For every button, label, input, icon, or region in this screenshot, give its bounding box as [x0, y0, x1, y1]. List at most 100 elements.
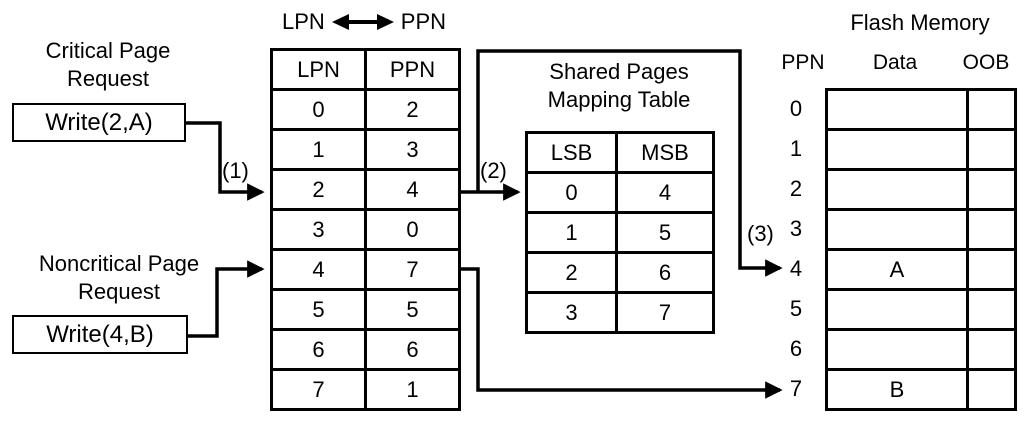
shared-header-row: LSB MSB: [525, 131, 715, 174]
table-row: 3 0: [270, 208, 461, 251]
noncritical-request-label-line2: Request: [78, 279, 160, 304]
flash-row: B: [825, 368, 1017, 411]
table-row: 4 7: [270, 248, 461, 291]
flash-oob-cell: [966, 208, 1017, 251]
flash-data-cell: [825, 88, 969, 131]
flash-data-cell: [825, 168, 969, 211]
flash-data-cell: B: [825, 368, 969, 411]
flash-ppn-index: 5: [789, 296, 803, 321]
table-row: 3 7: [525, 291, 715, 334]
critical-request-label-line1: Critical Page: [45, 38, 171, 63]
critical-request-label: Critical Page Request: [14, 37, 202, 93]
flash-ppn-header: PPN: [781, 51, 825, 74]
flash-memory-title: Flash Memory: [850, 10, 990, 35]
table-row: 0 4: [525, 171, 715, 214]
table-row: 5 5: [270, 288, 461, 331]
ppn-cell: 3: [364, 128, 461, 171]
lpn-cell: 6: [270, 328, 367, 371]
flash-row: [825, 208, 1017, 251]
noncritical-write-text: Write(4,B): [46, 320, 154, 348]
msb-header-cell: MSB: [615, 131, 715, 174]
flash-ppn-index: 2: [789, 176, 803, 201]
lpn-ppn-table: LPN PPN 0 2 1 3 2 4 3 0 4 7 5 5 6 6: [270, 48, 461, 411]
lpn-ppn-header-row: LPN PPN: [270, 48, 461, 91]
flash-data-cell: [825, 288, 969, 331]
flash-ppn-index: 6: [789, 336, 803, 361]
shared-table-title-line2: Mapping Table: [547, 87, 691, 112]
msb-cell: 7: [615, 291, 715, 334]
lpn-cell: 3: [270, 208, 367, 251]
flash-oob-cell: [966, 368, 1017, 411]
flash-data-cell: [825, 128, 969, 171]
flash-oob-cell: [966, 88, 1017, 131]
flash-ppn-index: 3: [789, 216, 803, 241]
step1-label: (1): [222, 158, 249, 183]
ppn-cell: 5: [364, 288, 461, 331]
critical-write-text: Write(2,A): [45, 108, 153, 136]
ppn-cell: 1: [364, 368, 461, 411]
shared-pages-table: LSB MSB 0 4 1 5 2 6 3 7: [525, 131, 715, 334]
flash-data-header: Data: [872, 51, 918, 74]
flash-oob-cell: [966, 328, 1017, 371]
step3-label: (3): [747, 221, 774, 246]
table-row: 2 4: [270, 168, 461, 211]
flash-oob-cell: [966, 248, 1017, 291]
flash-row: [825, 288, 1017, 331]
flash-oob-cell: [966, 288, 1017, 331]
noncritical-request-label-line1: Noncritical Page: [38, 251, 200, 276]
lpn-cell: 0: [270, 88, 367, 131]
table-row: 6 6: [270, 328, 461, 371]
lpn-cell: 5: [270, 288, 367, 331]
table-row: 1 5: [525, 211, 715, 254]
table-row: 7 1: [270, 368, 461, 411]
lsb-cell: 2: [525, 251, 618, 294]
flash-oob-header: OOB: [962, 51, 1010, 74]
flash-memory-table: A B: [825, 88, 1017, 411]
flash-row: [825, 328, 1017, 371]
flash-ppn-index: 7: [789, 376, 803, 401]
ppn-header-cell: PPN: [364, 48, 461, 91]
msb-cell: 5: [615, 211, 715, 254]
flash-row: [825, 88, 1017, 131]
lpn-cell: 2: [270, 168, 367, 211]
table-row: 1 3: [270, 128, 461, 171]
lsb-header-cell: LSB: [525, 131, 618, 174]
flash-row: A: [825, 248, 1017, 291]
flash-ppn-index: 4: [789, 256, 803, 281]
lpn-ppn-title: LPN PPN: [270, 9, 458, 35]
ppn-cell: 7: [364, 248, 461, 291]
lsb-cell: 1: [525, 211, 618, 254]
lpn-ppn-title-left: LPN: [281, 9, 325, 34]
flash-ppn-index: 1: [789, 136, 803, 161]
flash-data-cell: [825, 208, 969, 251]
lpn-cell: 4: [270, 248, 367, 291]
flash-ppn-index: 0: [789, 96, 803, 121]
shared-table-title: Shared Pages Mapping Table: [523, 58, 715, 114]
lsb-cell: 0: [525, 171, 618, 214]
step2-label: (2): [480, 158, 507, 183]
ppn-cell: 6: [364, 328, 461, 371]
flash-data-cell: [825, 328, 969, 371]
flash-row: [825, 168, 1017, 211]
noncritical-request-label: Noncritical Page Request: [14, 250, 224, 306]
lsb-cell: 3: [525, 291, 618, 334]
lpn-header-cell: LPN: [270, 48, 367, 91]
critical-write-box: Write(2,A): [12, 103, 186, 142]
ppn-cell: 2: [364, 88, 461, 131]
msb-cell: 6: [615, 251, 715, 294]
table-row: 0 2: [270, 88, 461, 131]
shared-table-title-line1: Shared Pages: [549, 59, 689, 84]
table-row: 2 6: [525, 251, 715, 294]
flash-data-cell: A: [825, 248, 969, 291]
lpn-ppn-title-right: PPN: [400, 9, 447, 34]
flash-oob-cell: [966, 128, 1017, 171]
lpn-cell: 7: [270, 368, 367, 411]
double-arrow-icon: [331, 14, 394, 30]
flash-row: [825, 128, 1017, 171]
flash-oob-cell: [966, 168, 1017, 211]
noncritical-write-box: Write(4,B): [12, 315, 188, 354]
ppn-cell: 4: [364, 168, 461, 211]
ppn-cell: 0: [364, 208, 461, 251]
critical-request-label-line2: Request: [67, 66, 149, 91]
